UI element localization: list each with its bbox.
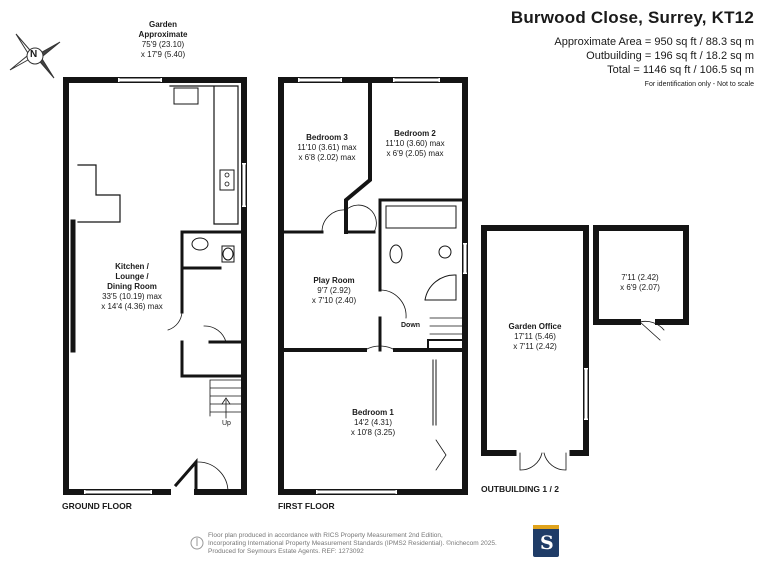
area-total: Total = 1146 sq ft / 106.5 sq m [607, 64, 754, 76]
property-title: Burwood Close, Surrey, KT12 [510, 8, 754, 27]
compass-icon: N [2, 28, 68, 84]
area-outbuilding: Outbuilding = 196 sq ft / 18.2 sq m [586, 50, 754, 62]
footer-notes: Floor plan produced in accordance with R… [208, 532, 497, 555]
garden-office-label: Garden Office 17'11 (5.46) x 7'11 (2.42) [508, 322, 562, 351]
first-floor-label: FIRST FLOOR [278, 501, 335, 511]
ground-floor-label: GROUND FLOOR [62, 501, 132, 511]
logo-letter: S [540, 532, 554, 554]
bedroom1-label: Bedroom 1 14'2 (4.31) x 10'8 (3.25) [350, 408, 396, 437]
bedroom2-label: Bedroom 2 11'10 (3.60) max x 6'9 (2.05) … [385, 129, 445, 158]
garden-label: Garden Approximate 75'9 (23.10) x 17'9 (… [138, 20, 188, 59]
agent-logo: S [533, 525, 559, 557]
compass-letter: N [30, 49, 38, 60]
playroom-label: Play Room 9'7 (2.92) x 7'10 (2.40) [311, 276, 357, 305]
kitchen-lounge-label: Kitchen / Lounge / Dining Room 33'5 (10.… [101, 262, 163, 311]
location-pin-icon [190, 532, 204, 554]
logo-accent [533, 525, 559, 529]
area-main: Approximate Area = 950 sq ft / 88.3 sq m [554, 36, 754, 48]
disclaimer: For identification only - Not to scale [644, 81, 754, 88]
stairs-down-label: Down [401, 322, 421, 329]
outbuilding-label: OUTBUILDING 1 / 2 [481, 484, 559, 494]
stairs-up-label: Up [222, 420, 231, 427]
bedroom3-label: Bedroom 3 11'10 (3.61) max x 6'8 (2.02) … [297, 133, 357, 162]
store-label: 7'11 (2.42) x 6'9 (2.07) [620, 273, 660, 292]
